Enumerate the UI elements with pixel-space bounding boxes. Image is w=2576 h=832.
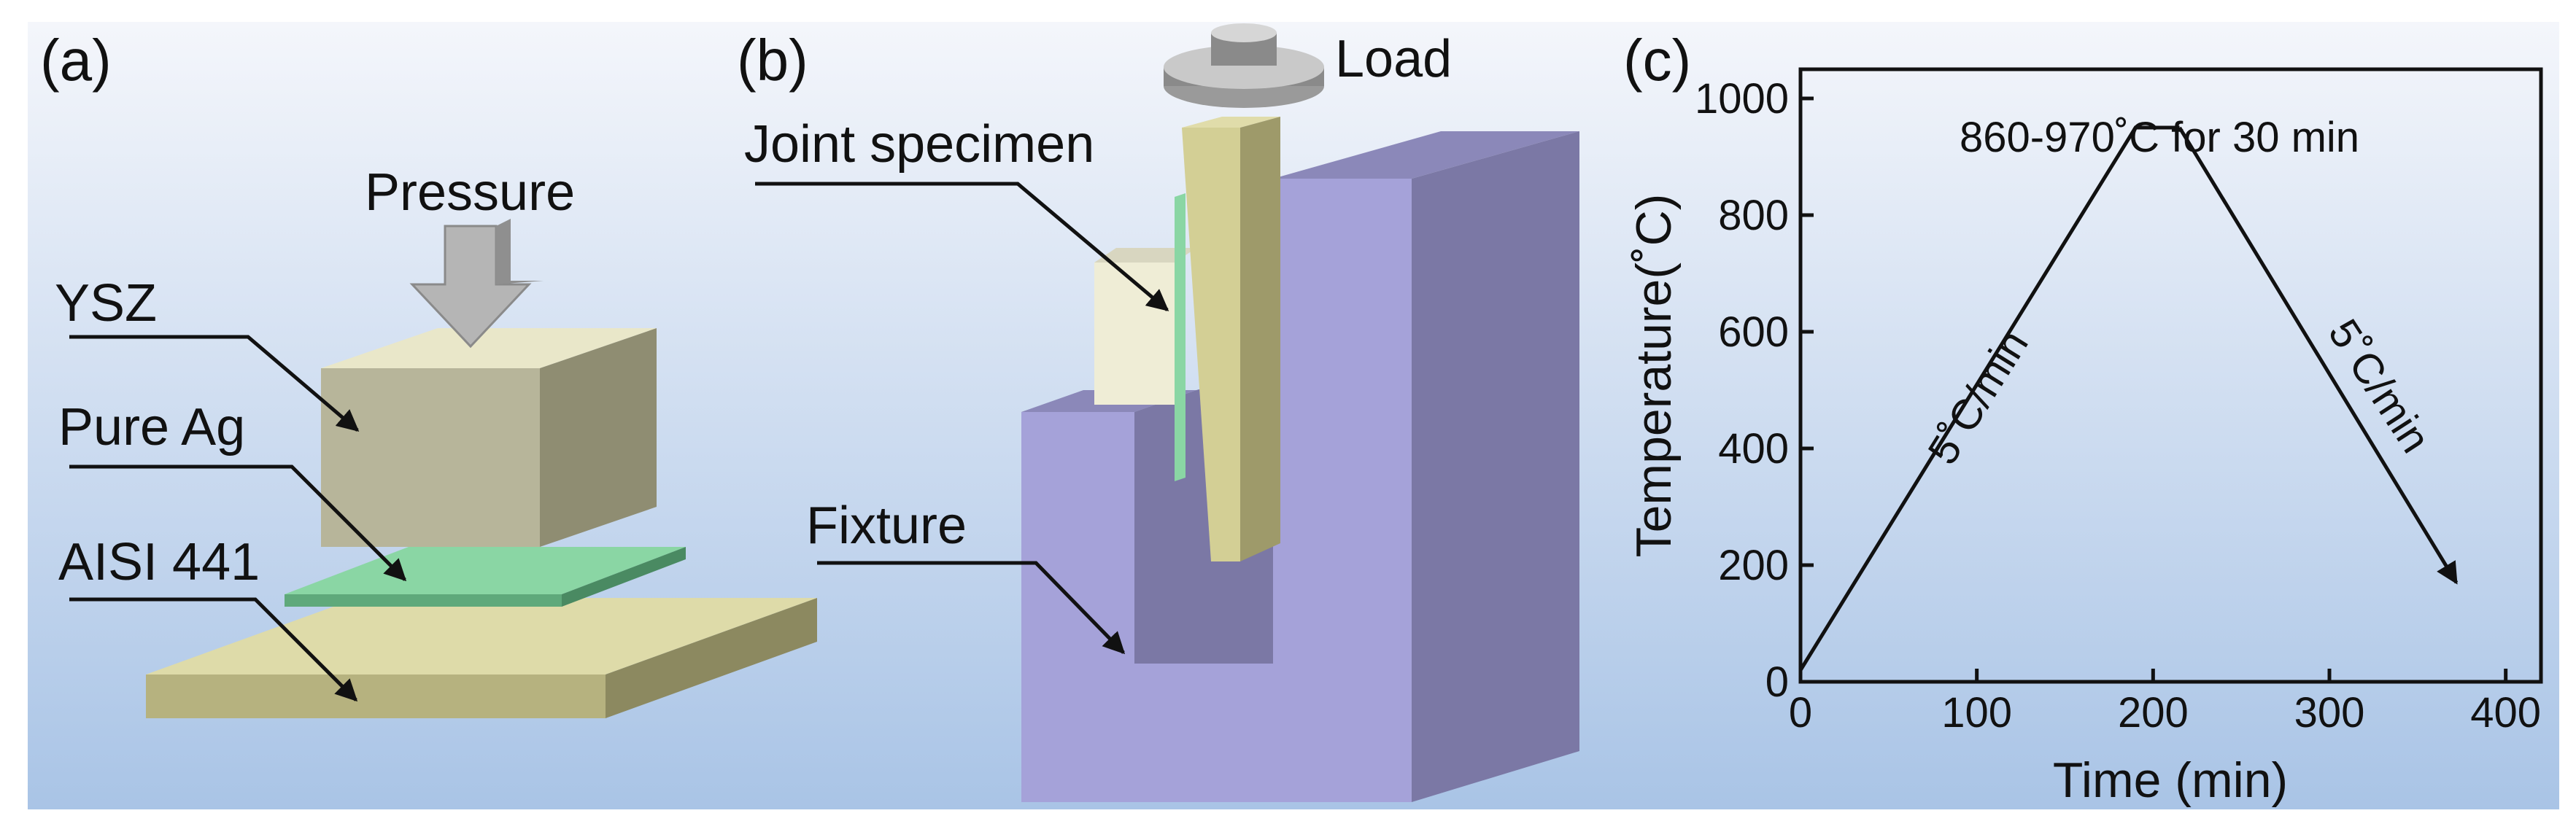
ysz-block	[321, 328, 657, 547]
load-cylinder	[1164, 23, 1324, 108]
temperature-profile-line	[1798, 125, 2180, 672]
y-tick-label: 200	[1718, 542, 1789, 589]
fixture-label: Fixture	[806, 497, 967, 555]
fixture-back-front	[1273, 179, 1412, 802]
y-tick-label: 1000	[1695, 75, 1789, 123]
panel-a-letter: (a)	[40, 28, 112, 93]
fixture-foil	[1175, 193, 1185, 481]
x-tick-label: 300	[2294, 689, 2365, 736]
panel-b: (b) Load	[737, 23, 1579, 802]
x-tick-label: 200	[2118, 689, 2189, 736]
pure-ag-label: Pure Ag	[58, 398, 245, 456]
fixture-leader	[817, 561, 1126, 655]
y-tick-label: 400	[1718, 425, 1789, 473]
fixture-base-front	[1134, 664, 1273, 802]
pressure-label: Pressure	[365, 163, 575, 222]
x-tick-label: 100	[1941, 689, 2012, 736]
pure-ag-leader	[69, 464, 407, 582]
x-axis-title: Time (min)	[2053, 753, 2288, 808]
y-axis-title: Temperature(˚C)	[1626, 194, 1682, 558]
pressure-arrow	[409, 219, 544, 349]
fixture-back-top	[1273, 131, 1579, 179]
panel-c-letter: (c)	[1623, 28, 1691, 93]
joint-steel-plate	[1182, 117, 1280, 561]
x-ticks: 0 100 200 300 400	[1789, 669, 2541, 736]
load-label: Load	[1335, 30, 1452, 88]
aisi-label: AISI 441	[58, 533, 260, 591]
x-tick-label: 0	[1789, 689, 1812, 736]
aisi-leader	[69, 597, 358, 702]
x-tick-label: 400	[2470, 689, 2541, 736]
ysz-leader	[69, 335, 360, 432]
panel-b-letter: (b)	[737, 28, 808, 93]
y-tick-label: 600	[1718, 308, 1789, 356]
fixture-back-side	[1412, 131, 1579, 802]
hold-annotation: 860-970˚C for 30 min	[1960, 114, 2359, 161]
joint-specimen-label: Joint specimen	[744, 115, 1094, 174]
y-tick-label: 0	[1765, 658, 1789, 706]
plot-frame	[1798, 67, 2543, 684]
panel-a: (a) Pressure YSZ Pure Ag	[40, 28, 817, 718]
y-tick-label: 800	[1718, 192, 1789, 239]
joint-specimen-leader	[755, 182, 1169, 311]
cooling-line-arrow	[2178, 126, 2459, 585]
y-ticks: 0 200 400 600 800 1000	[1695, 75, 1814, 706]
ysz-label: YSZ	[55, 274, 157, 333]
series-layer	[1798, 125, 2459, 672]
